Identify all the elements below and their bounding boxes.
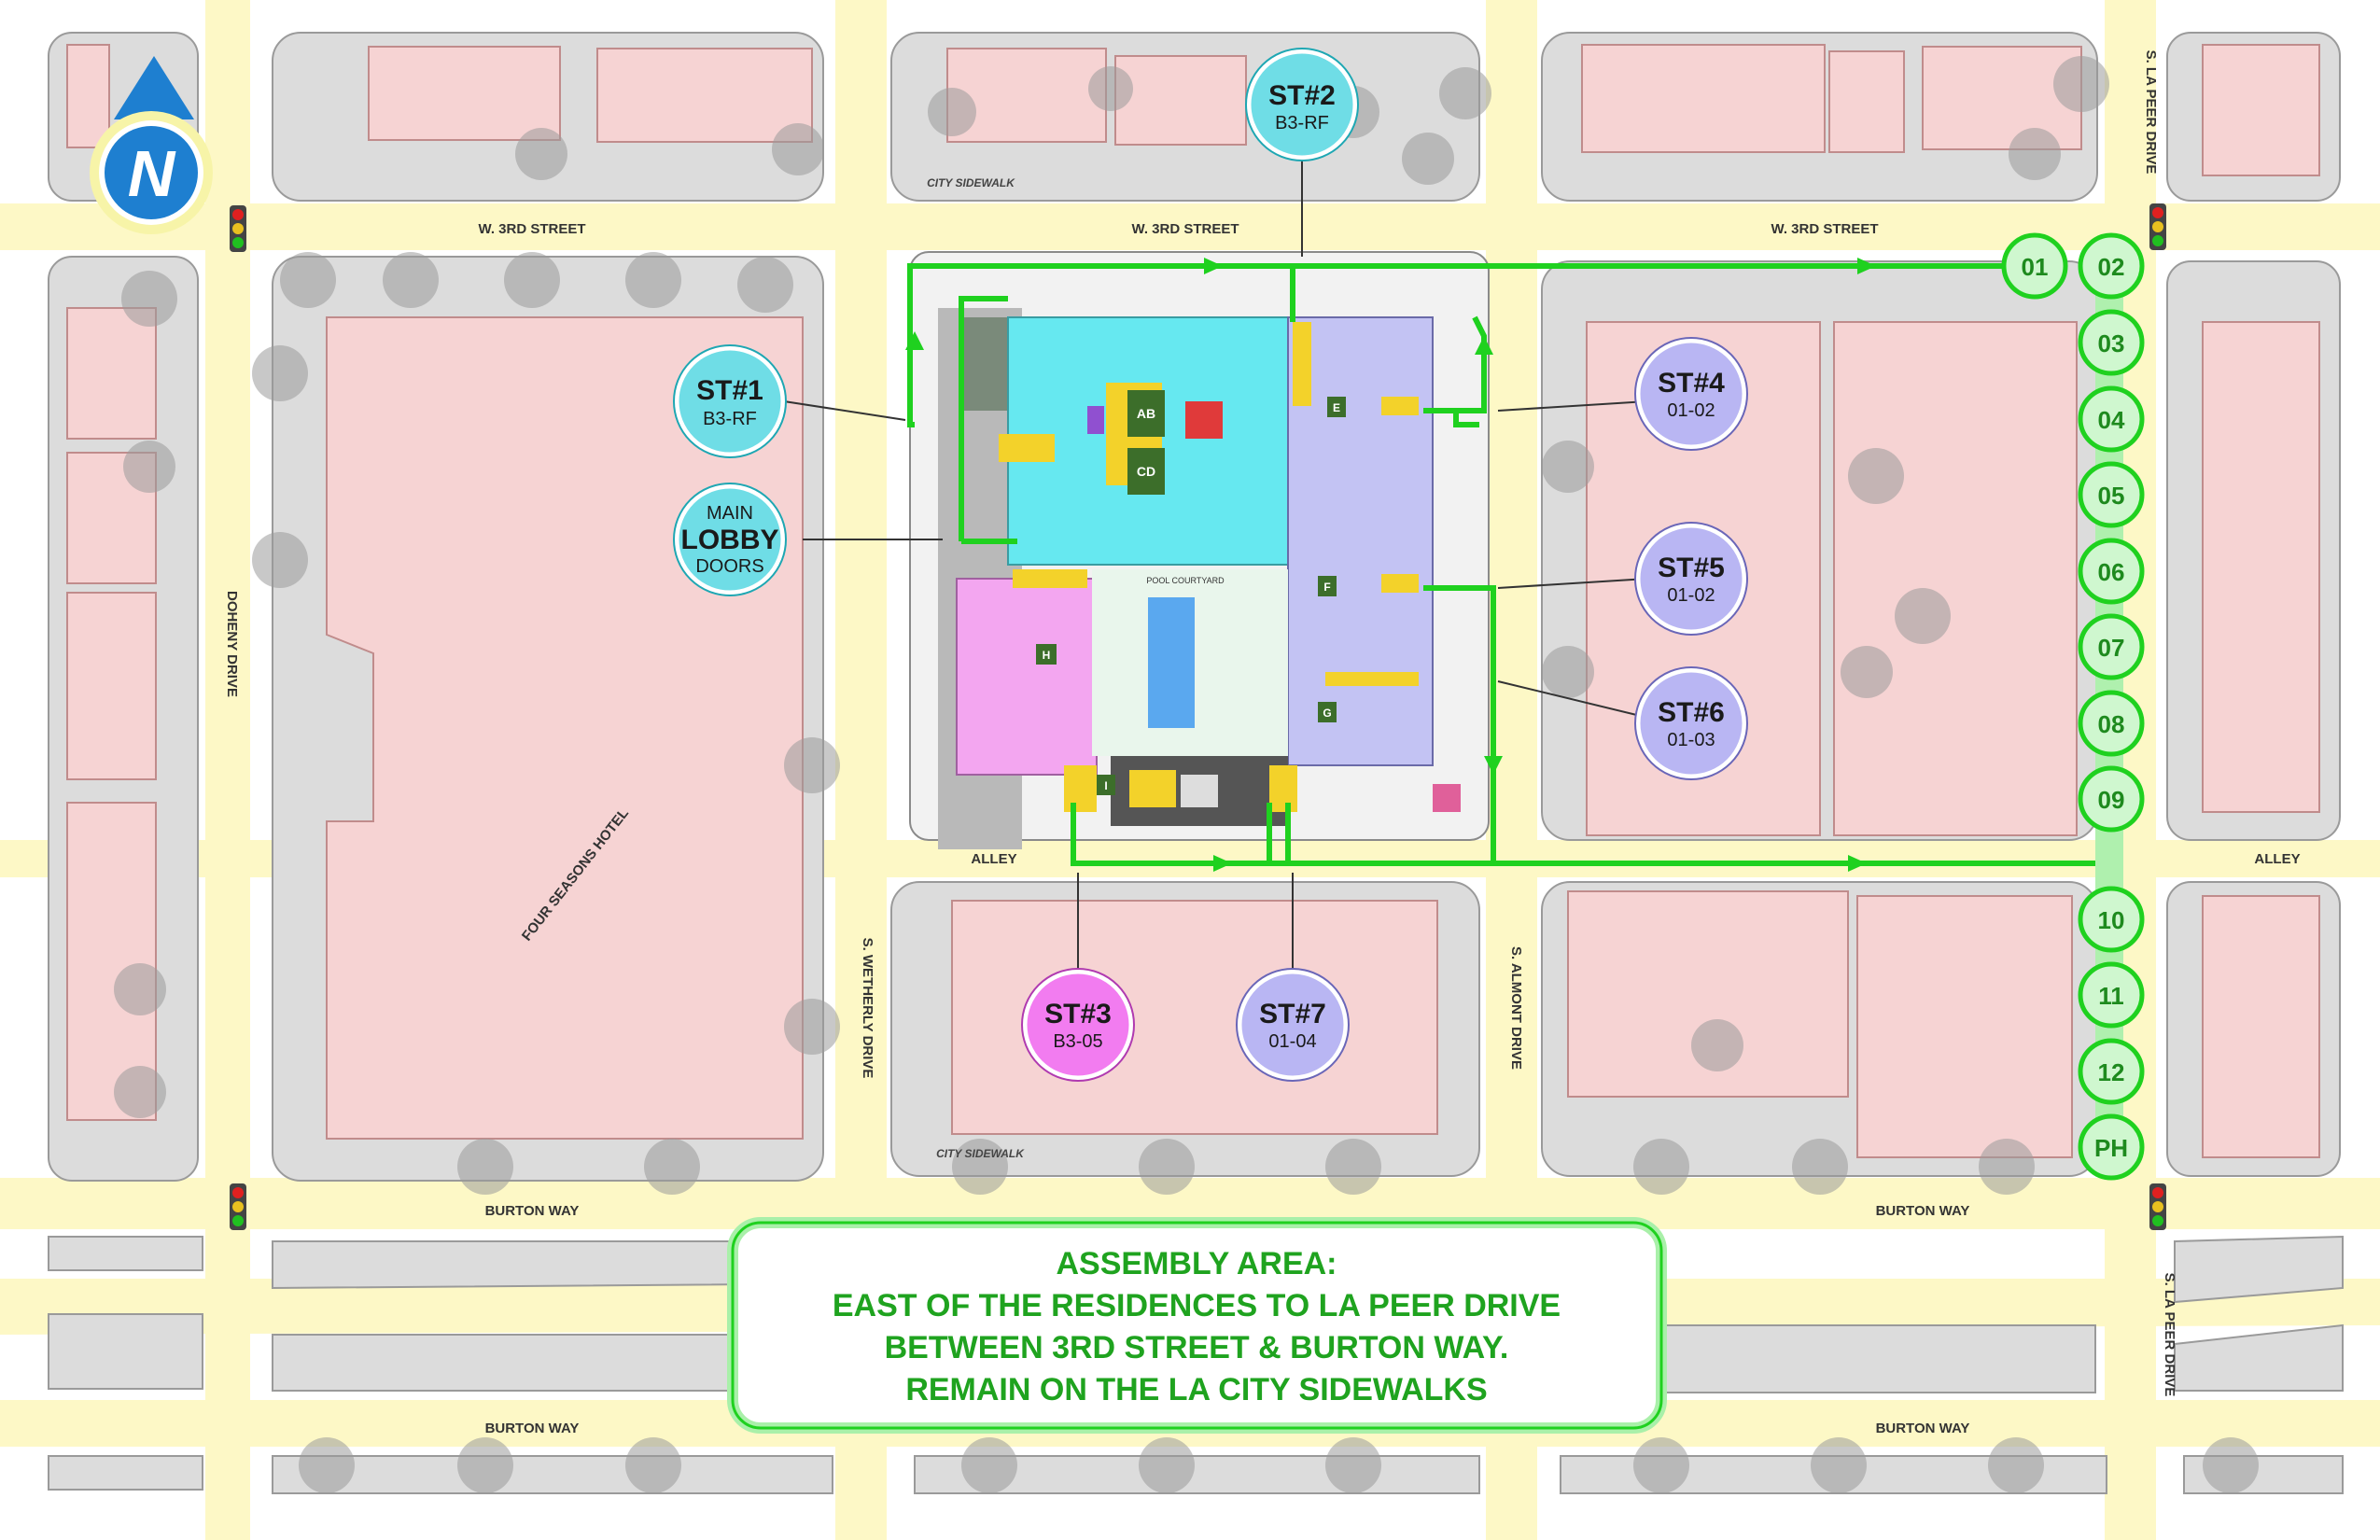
label-almont: S. ALMONT DRIVE bbox=[1508, 946, 1524, 1070]
assembly-area-box: ASSEMBLY AREA: EAST OF THE RESIDENCES TO… bbox=[727, 1217, 1667, 1434]
floor-badge: 09 bbox=[2078, 765, 2145, 833]
label-city-sidewalk-south: CITY SIDEWALK bbox=[936, 1147, 1025, 1160]
svg-text:B3-RF: B3-RF bbox=[1275, 113, 1329, 133]
floor-badge: 08 bbox=[2078, 690, 2145, 757]
floor-badge: PH bbox=[2078, 1113, 2145, 1181]
north-arrow-icon: N bbox=[90, 56, 213, 234]
elevator-c: CD bbox=[1137, 464, 1155, 479]
svg-text:05: 05 bbox=[2098, 482, 2125, 510]
floor-badge: 07 bbox=[2078, 613, 2145, 680]
svg-text:PH: PH bbox=[2094, 1134, 2128, 1162]
svg-text:02: 02 bbox=[2098, 253, 2125, 281]
traffic-light-icon bbox=[230, 1183, 246, 1230]
trees bbox=[114, 56, 2259, 1493]
label-lapeer-north: S. LA PEER DRIVE bbox=[2143, 50, 2159, 175]
floor-badge: 02 bbox=[2078, 232, 2145, 300]
svg-text:06: 06 bbox=[2098, 558, 2125, 586]
elevator-cores: AB CD E F G H I bbox=[1036, 390, 1346, 795]
svg-text:ST#7: ST#7 bbox=[1259, 999, 1326, 1029]
svg-text:LOBBY: LOBBY bbox=[681, 525, 779, 555]
floor-badge: 04 bbox=[2078, 385, 2145, 453]
floor-badge: 11 bbox=[2078, 961, 2145, 1029]
elevator-i: I bbox=[1104, 779, 1107, 792]
traffic-light-icon bbox=[230, 205, 246, 252]
label-wetherly: S. WETHERLY DRIVE bbox=[860, 938, 875, 1079]
assembly-line-4: REMAIN ON THE LA CITY SIDEWALKS bbox=[905, 1372, 1487, 1407]
label-pool-courtyard: POOL COURTYARD bbox=[1146, 576, 1225, 585]
svg-text:08: 08 bbox=[2098, 710, 2125, 738]
floor-badge: 12 bbox=[2078, 1038, 2145, 1105]
stair-3-callout: ST#3 B3-05 bbox=[1021, 968, 1135, 1082]
svg-text:10: 10 bbox=[2098, 906, 2125, 934]
svg-text:DOORS: DOORS bbox=[695, 556, 763, 577]
label-city-sidewalk-north: CITY SIDEWALK bbox=[927, 176, 1015, 189]
svg-text:B3-RF: B3-RF bbox=[703, 409, 757, 429]
stair-5-callout: ST#5 01-02 bbox=[1634, 522, 1748, 636]
svg-text:03: 03 bbox=[2098, 329, 2125, 357]
svg-text:ST#3: ST#3 bbox=[1044, 999, 1112, 1029]
svg-text:01-02: 01-02 bbox=[1667, 400, 1715, 421]
svg-text:01-03: 01-03 bbox=[1667, 730, 1715, 750]
svg-text:11: 11 bbox=[2098, 982, 2124, 1010]
svg-text:ST#2: ST#2 bbox=[1268, 80, 1336, 111]
evacuation-routes bbox=[905, 258, 2112, 872]
floor-badge: 05 bbox=[2078, 461, 2145, 528]
traffic-light-icon bbox=[2149, 1183, 2166, 1230]
leader-lines bbox=[783, 154, 1653, 975]
svg-text:ST#1: ST#1 bbox=[696, 375, 763, 406]
svg-text:09: 09 bbox=[2098, 786, 2125, 814]
label-doheny: DOHENY DRIVE bbox=[224, 591, 240, 697]
label-alley-west: ALLEY bbox=[971, 851, 1016, 867]
compass-letter: N bbox=[128, 137, 176, 210]
svg-text:ST#5: ST#5 bbox=[1658, 553, 1725, 583]
floor-badge: 06 bbox=[2078, 538, 2145, 605]
elevator-h: H bbox=[1043, 649, 1051, 662]
elevator-g: G bbox=[1323, 707, 1331, 720]
svg-text:07: 07 bbox=[2098, 634, 2125, 662]
svg-text:B3-05: B3-05 bbox=[1053, 1031, 1102, 1052]
svg-text:01-04: 01-04 bbox=[1268, 1031, 1316, 1052]
assembly-line-3: BETWEEN 3RD STREET & BURTON WAY. bbox=[885, 1330, 1509, 1365]
stair-1-callout: ST#1 B3-RF bbox=[673, 344, 787, 458]
label-3rd-street-mid: W. 3RD STREET bbox=[1131, 221, 1239, 237]
label-3rd-street-east: W. 3RD STREET bbox=[1771, 221, 1878, 237]
svg-text:01-02: 01-02 bbox=[1667, 585, 1715, 606]
traffic-lights bbox=[230, 203, 2166, 1230]
label-burton-east-2: BURTON WAY bbox=[1876, 1421, 1970, 1436]
assembly-line-2: EAST OF THE RESIDENCES TO LA PEER DRIVE bbox=[833, 1288, 1561, 1323]
buildings bbox=[66, 44, 2320, 1158]
elevator-f: F bbox=[1323, 581, 1330, 594]
svg-text:12: 12 bbox=[2098, 1058, 2125, 1086]
traffic-light-icon bbox=[2149, 203, 2166, 250]
label-burton-east-1: BURTON WAY bbox=[1876, 1203, 1970, 1219]
label-alley-east: ALLEY bbox=[2254, 851, 2300, 867]
svg-text:MAIN: MAIN bbox=[707, 503, 753, 524]
floor-badge: 01 bbox=[2001, 232, 2068, 300]
residences-site bbox=[909, 251, 1490, 849]
svg-text:04: 04 bbox=[2098, 406, 2125, 434]
elevator-a: AB bbox=[1137, 406, 1155, 421]
floor-badges: 01 02 03 04 05 06 07 08 09 10 11 12 PH bbox=[2001, 232, 2145, 1181]
svg-text:ST#4: ST#4 bbox=[1658, 368, 1725, 399]
stair-6-callout: ST#6 01-03 bbox=[1634, 666, 1748, 780]
floor-badge: 10 bbox=[2078, 886, 2145, 953]
label-burton-west-1: BURTON WAY bbox=[485, 1203, 580, 1219]
label-burton-west-2: BURTON WAY bbox=[485, 1421, 580, 1436]
stair-4-callout: ST#4 01-02 bbox=[1634, 337, 1748, 451]
elevator-e: E bbox=[1333, 401, 1340, 414]
stair-7-callout: ST#7 01-04 bbox=[1236, 968, 1350, 1082]
svg-text:ST#6: ST#6 bbox=[1658, 697, 1725, 728]
floor-badge: 03 bbox=[2078, 309, 2145, 376]
main-lobby-callout: MAIN LOBBY DOORS bbox=[673, 483, 787, 596]
label-3rd-street-west: W. 3RD STREET bbox=[478, 221, 585, 237]
stair-callouts: ST#1 B3-RF MAIN LOBBY DOORS ST#2 B3-RF S… bbox=[673, 48, 1748, 1082]
stair-2-callout: ST#2 B3-RF bbox=[1245, 48, 1359, 161]
svg-text:01: 01 bbox=[2022, 253, 2049, 281]
assembly-line-1: ASSEMBLY AREA: bbox=[1056, 1246, 1337, 1281]
label-lapeer-south: S. LA PEER DRIVE bbox=[2162, 1273, 2177, 1397]
